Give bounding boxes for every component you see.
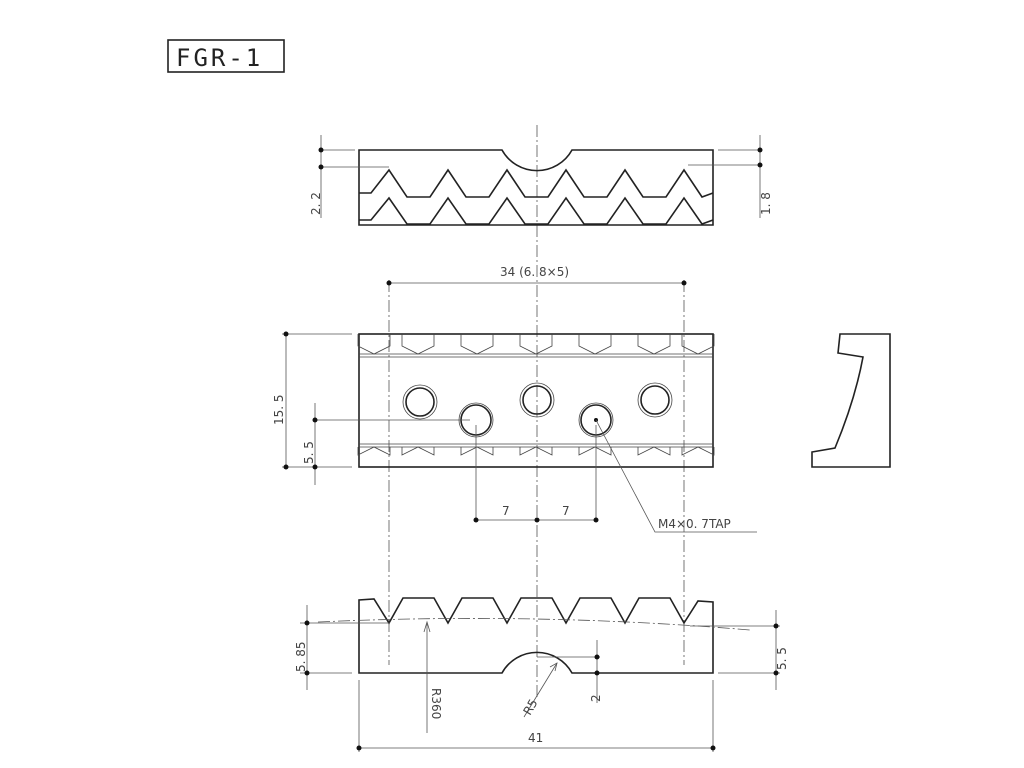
radius-r360: R360 (429, 688, 443, 719)
serration-notch (681, 446, 715, 456)
title-block: FGR-1 (167, 39, 285, 73)
serration-notch (519, 334, 553, 355)
serration-row-1 (359, 168, 714, 198)
serration-row-2 (359, 196, 714, 225)
dim-5-5-bottom: 5. 5 (775, 647, 789, 670)
dim-34: 34 (6. 8×5) (500, 265, 569, 279)
dim-5-5: 5. 5 (302, 441, 316, 464)
serration-notch (401, 446, 435, 456)
bottom-view: 5. 85 5. 5 R360 R5 2 41 (294, 597, 789, 752)
dim-5-85: 5. 85 (294, 641, 308, 672)
tap-note: M4×0. 7TAP (658, 517, 731, 531)
top-view: 2. 2 1. 8 (309, 135, 773, 226)
serration-notch (637, 446, 671, 456)
serration-notch (460, 334, 494, 355)
side-view (811, 333, 891, 468)
serration-notch (578, 446, 612, 456)
dim-1-8: 1. 8 (759, 192, 773, 215)
serration-notch (637, 334, 671, 355)
serration-notch (357, 334, 391, 355)
holes (402, 382, 673, 438)
serration-notch (519, 446, 553, 456)
serration-notch (357, 446, 391, 456)
dim-41: 41 (528, 731, 543, 745)
dim-2: 2 (589, 694, 603, 702)
dim-7-right: 7 (562, 504, 570, 518)
serration-notch (578, 334, 612, 355)
dim-7-left: 7 (502, 504, 510, 518)
radius-r5: R5 (520, 697, 540, 718)
serration-notch (401, 334, 435, 355)
front-view: 34 (6. 8×5) 15. 5 5. 5 7 7 M4×0. (272, 265, 757, 533)
dim-15-5: 15. 5 (272, 394, 286, 425)
dim-2-2: 2. 2 (309, 192, 323, 215)
drawing-title: FGR-1 (176, 44, 263, 72)
serration-notch (460, 446, 494, 456)
serration-notch (681, 334, 715, 355)
